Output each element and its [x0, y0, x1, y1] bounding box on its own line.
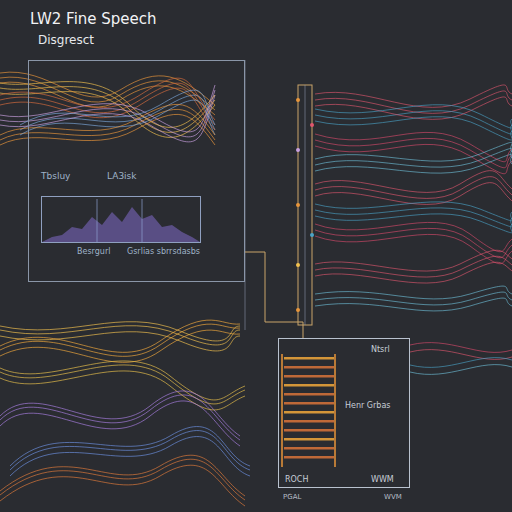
table-label: WVM [384, 493, 402, 501]
table-label: PGAL [283, 493, 301, 501]
node-text: WWM [371, 475, 394, 484]
spectrum-box: Besrgurl Gsrlias sbrrsdasbs [41, 196, 204, 260]
subtitle: Disgresct [38, 34, 94, 48]
title: LW2 Fine Speech [30, 11, 157, 28]
spectrum-plot [42, 197, 200, 242]
node-text: ROCH [285, 475, 308, 484]
table-box: NtsrlHenr GrbasROCH WWM [278, 338, 410, 488]
node-text: LA3isk [107, 171, 137, 181]
bus-bar [296, 85, 314, 325]
node-text: Tbsluy [41, 171, 70, 181]
table-stripes [279, 339, 409, 487]
spectrum-frame [41, 196, 201, 243]
panel-box: Tbsluy LA3iskBesrgurl Gsrlias sbrrsdasbs [28, 60, 245, 282]
node-text: Henr Grbas [345, 401, 390, 410]
node-text: Besrgurl [77, 247, 110, 256]
connector [245, 252, 303, 338]
node-text: Gsrlias sbrrsdasbs [127, 247, 200, 256]
node-text: Ntsrl [371, 345, 390, 354]
